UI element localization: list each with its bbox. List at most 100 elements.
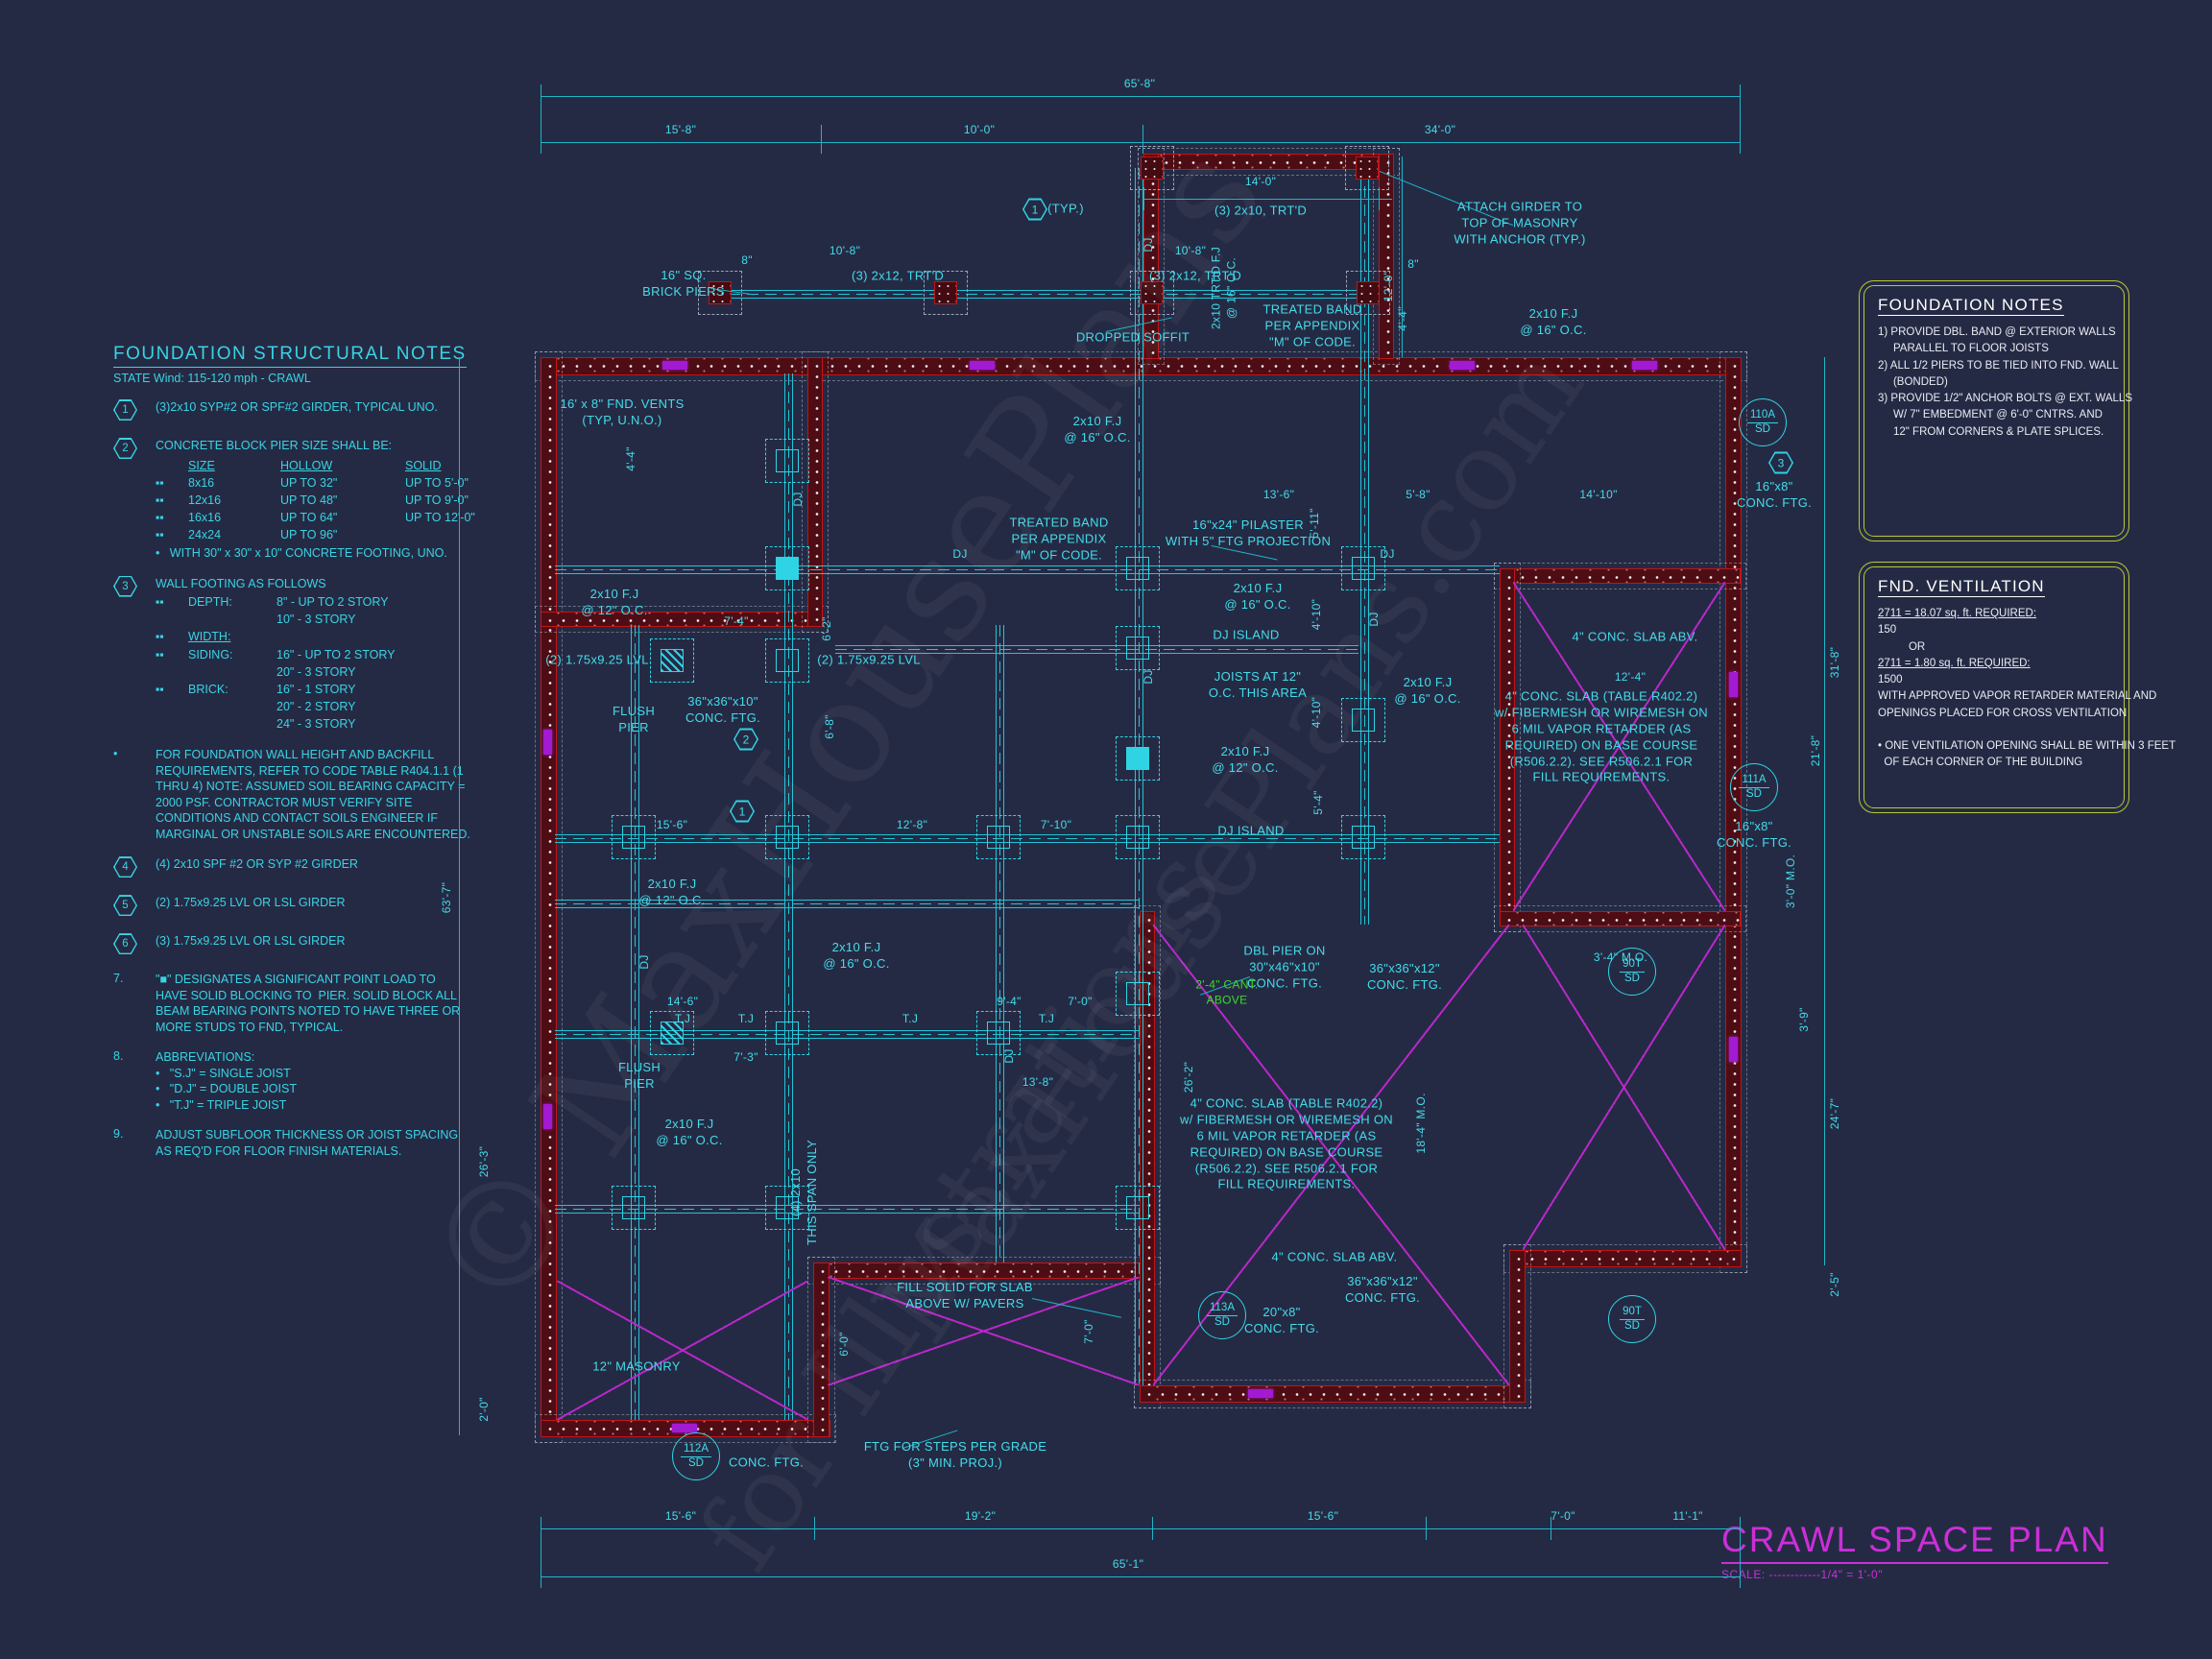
note-line: AS REQ'D FOR FLOOR FINISH MATERIALS. (156, 1143, 402, 1158)
dimension-label: 2x10 TRT'D F.J @ 16" O.C. (1209, 246, 1238, 330)
row-marker: ▪▪ (156, 682, 164, 696)
ventilation-line: OPENINGS PLACED FOR CROSS VENTILATION (1878, 707, 2128, 719)
dimension-label: DJ (791, 492, 805, 507)
wall-segment (535, 351, 563, 1443)
pier (1116, 546, 1160, 590)
annotation-label: DBL PIER ON 30"x46"x10" CONC. FTG. (1243, 943, 1326, 991)
dimension-label: 10'-0" (963, 123, 996, 137)
dimension-label: 15'-6" (664, 1509, 697, 1524)
annotation-label: 16" SQ. BRICK PIERS (642, 268, 725, 299)
dimension-label: 18'-4" M.O. (1414, 1093, 1429, 1154)
foundation-note-line: 12" FROM CORNERS & PLATE SPLICES. (1878, 425, 2104, 438)
cantilever-note: 2'-4" CANT. ABOVE (1195, 977, 1259, 1006)
annotation-label: (2) 1.75x9.25 LVL (817, 652, 921, 667)
note-marker-text: 8. (113, 1049, 124, 1064)
dimension-label: 14'-6" (666, 995, 699, 1009)
dimension-label: 7'-0" (1551, 1509, 1575, 1524)
annotation-label: 4" CONC. SLAB ABV. (1572, 629, 1698, 644)
ventilation-line: • ONE VENTILATION OPENING SHALL BE WITHI… (1878, 740, 2176, 752)
dimension-label: 7'-10" (1040, 818, 1072, 832)
girder-line (555, 900, 1140, 908)
note-marker: 9. (113, 1127, 156, 1159)
pier (1345, 146, 1389, 190)
note-line: "■" DESIGNATES A SIGNIFICANT POINT LOAD … (156, 973, 436, 987)
dimension-label: 12'-4" (1614, 670, 1647, 685)
ventilation-line (1878, 722, 2110, 738)
pier (1341, 815, 1385, 859)
annotation-label: FTG FOR STEPS PER GRADE (3" MIN. PROJ.) (863, 1439, 1047, 1470)
hex-number: 1 (113, 399, 137, 421)
annotation-label: 2x10 F.J @ 16" O.C. (1394, 675, 1461, 706)
row-marker (156, 611, 188, 628)
vent-marker (1729, 1037, 1738, 1062)
dimension-label: 4'-4" (624, 446, 638, 471)
wall-segment (1134, 1380, 1531, 1408)
table-cell: UP TO 32" (280, 475, 338, 490)
annotation-label: 16"x8" CONC. FTG. (1716, 819, 1792, 850)
footing-value: 16" - 1 STORY (276, 682, 356, 696)
dimension-label: 2'-0" (477, 1397, 492, 1422)
wall-segment (1503, 1244, 1531, 1408)
pier (765, 638, 809, 683)
annotation-label: DROPPED SOFFIT (1075, 329, 1190, 345)
girder-line (555, 565, 1500, 574)
note-section: 9.ADJUST SUBFLOOR THICKNESS OR JOIST SPA… (113, 1127, 507, 1159)
pier (765, 439, 809, 483)
note-text: ADJUST SUBFLOOR THICKNESS OR JOIST SPACI… (156, 1127, 507, 1159)
annotation-label: 20"x8" CONC. FTG. (1243, 1305, 1320, 1335)
slab-x-brace (828, 1277, 1140, 1385)
note-marker-text: • (113, 747, 118, 761)
note-line: MORE STUDS TO FND, TYPICAL. (156, 1020, 344, 1034)
pier (1130, 271, 1174, 315)
dimension-label: 14'-0" (1244, 175, 1277, 189)
table-cell: 12x16 (188, 493, 222, 507)
dimension-label: 4'-4" (1396, 306, 1410, 331)
note-section: 5(2) 1.75x9.25 LVL OR LSL GIRDER (113, 895, 507, 919)
annotation-label: 4" CONC. SLAB ABV. (1271, 1249, 1398, 1264)
note-marker: 4 (113, 856, 156, 880)
table-cell: 16x16 (188, 510, 222, 524)
annotation-label: 2x10 F.J @ 16" O.C. (1520, 306, 1587, 337)
annotation-label: FLUSH PIER (617, 1060, 661, 1091)
vent-marker (1729, 672, 1738, 697)
pier (765, 815, 809, 859)
table-cell: UP TO 64" (280, 510, 338, 524)
dimension-label: 31'-8" (1828, 646, 1842, 679)
dimension-label: 7'-0" (1068, 995, 1093, 1009)
slab-x-brace (557, 1281, 808, 1420)
wall-segment (1494, 905, 1746, 932)
foundation-note-line: (BONDED) (1878, 375, 1948, 388)
dimension-label: 10'-8" (1174, 244, 1207, 258)
wall-segment (807, 1257, 1161, 1285)
pier (976, 815, 1021, 859)
note-marker: 1 (113, 399, 156, 423)
dimension-label: DJ (1367, 612, 1382, 627)
row-marker: ▪▪ (156, 475, 164, 490)
dimension-label: T.J (1038, 1012, 1055, 1026)
dimension-label: 65'-1" (1112, 1557, 1144, 1572)
annotation-label: 2x10 F.J @ 16" O.C. (1224, 581, 1291, 612)
structural-notes-panel: FOUNDATION STRUCTURAL NOTES STATE Wind: … (113, 344, 507, 1159)
keynote-hex: 3 (1768, 452, 1793, 474)
pier (650, 638, 694, 683)
note-marker: 8. (113, 1049, 156, 1113)
dimension-label: 19'-2" (964, 1509, 997, 1524)
note-text: (4) 2x10 SPF #2 OR SYP #2 GIRDER (156, 856, 507, 880)
footing-label: WIDTH: (188, 630, 231, 644)
dimension-line (1824, 357, 1825, 1265)
footing-label (188, 715, 276, 733)
ventilation-inner: FND. VENTILATION 2711 = 18.07 sq. ft. RE… (1863, 566, 2176, 808)
annotation-label: 2x10 F.J @ 16" O.C. (656, 1117, 723, 1147)
foundation-notes-box: FOUNDATION NOTES 1) PROVIDE DBL. BAND @ … (1859, 280, 2132, 541)
dimension-label: 65'-8" (1123, 77, 1156, 91)
dimension-line (814, 1517, 815, 1540)
annotation-label: 2x10 F.J @ 12" O.C. (638, 877, 706, 907)
dimension-label: 5'-8" (1406, 488, 1431, 502)
footing-value: 24" - 3 STORY (276, 717, 356, 731)
